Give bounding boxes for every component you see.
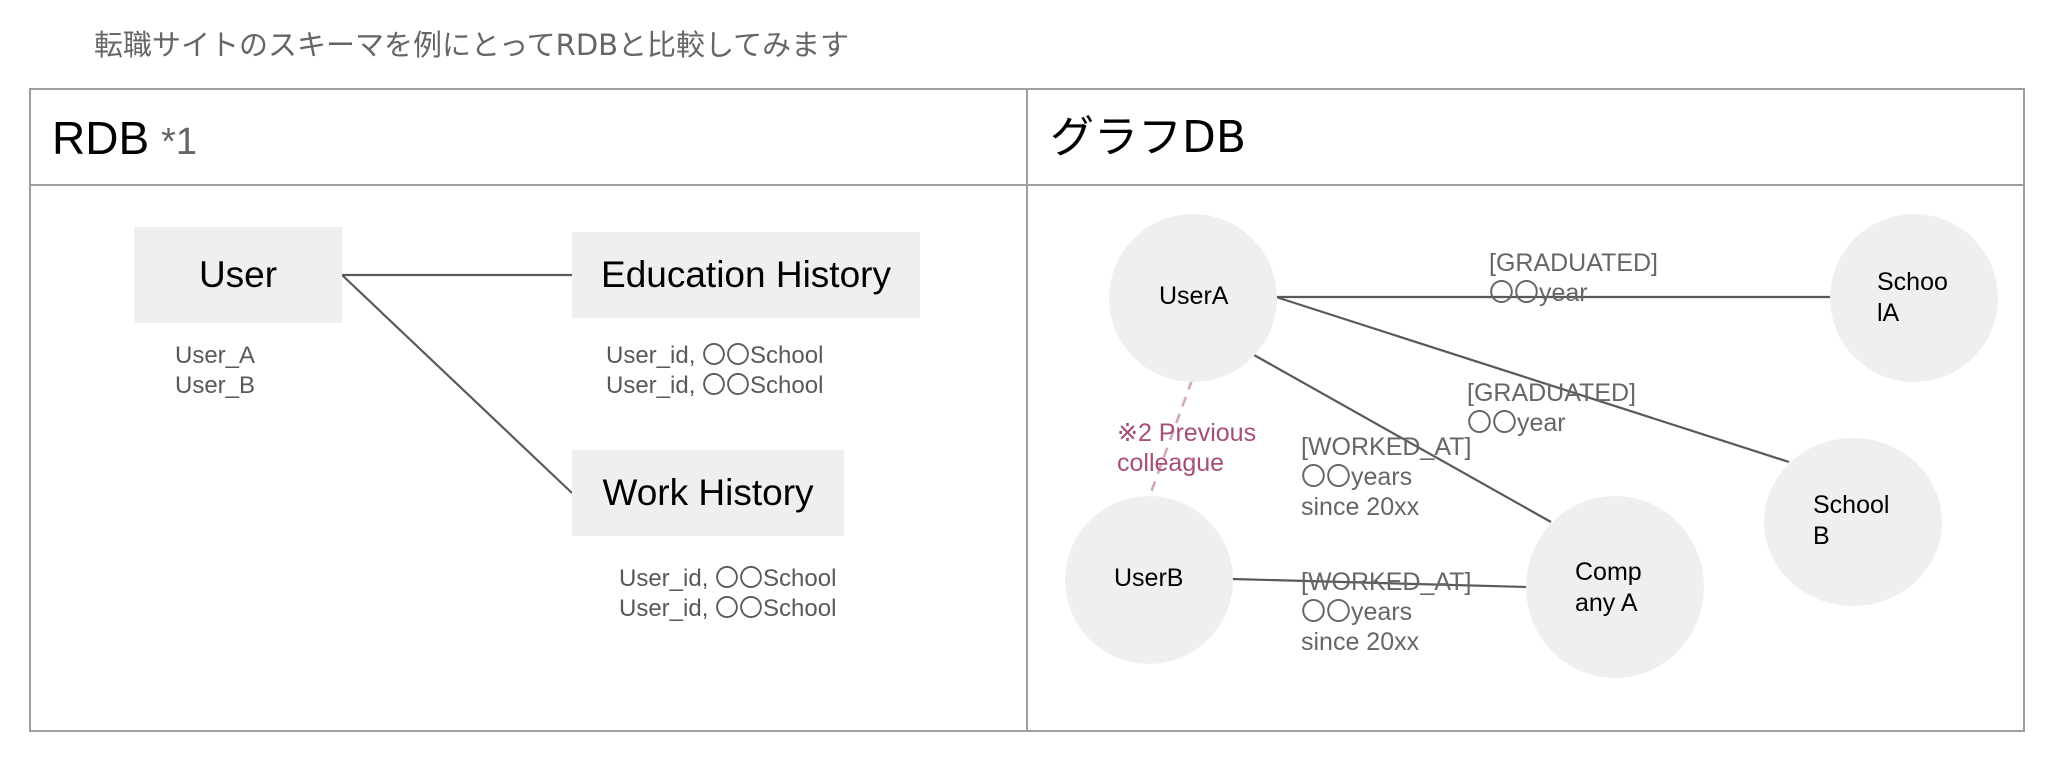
user-table-box: User	[134, 227, 342, 323]
edge-label-colleague: ※2 Previous colleague	[1117, 418, 1256, 478]
edge-label-line: 〇〇years	[1301, 463, 1413, 491]
edge-label-line: colleague	[1117, 449, 1225, 477]
education-table-name: Education History	[601, 254, 891, 295]
education-table-box: Education History	[572, 232, 920, 318]
work-table-box: Work History	[572, 450, 844, 536]
edge-label-worked-at-b: [WORKED_AT] 〇〇years since 20xx	[1301, 567, 1471, 657]
work-table-rows: User_id, 〇〇School User_id, 〇〇School	[619, 564, 836, 624]
header-divider	[29, 184, 2025, 186]
node-label-line: UserB	[1114, 564, 1184, 592]
node-company-a	[1526, 496, 1704, 678]
node-user-b-label: UserB	[1114, 563, 1183, 594]
graph-db-title: グラフDB	[1050, 112, 1247, 163]
edge-label-graduated-b: [GRADUATED] 〇〇year	[1467, 378, 1636, 438]
edge-label-line: ※2 Previous	[1117, 419, 1257, 447]
edge-label-line: 〇〇years	[1301, 598, 1413, 626]
node-user-a	[1109, 214, 1277, 382]
edge-label-line: [GRADUATED]	[1467, 379, 1636, 407]
edge-label-worked-at-a: [WORKED_AT] 〇〇years since 20xx	[1301, 432, 1471, 522]
rdb-footnote: *1	[161, 121, 198, 163]
node-user-a-label: UserA	[1159, 281, 1228, 312]
node-company-a-label: Comp any A	[1575, 557, 1642, 619]
edge-label-line: [WORKED_AT]	[1301, 433, 1472, 461]
edge-label-line: since 20xx	[1301, 493, 1420, 521]
edge-label-graduated-a: [GRADUATED] 〇〇year	[1489, 248, 1658, 308]
user-table-rows: User_A User_B	[175, 341, 255, 401]
education-table-rows: User_id, 〇〇School User_id, 〇〇School	[606, 341, 823, 401]
edge-label-line: [WORKED_AT]	[1301, 568, 1472, 596]
education-table-row: User_id, 〇〇School	[606, 342, 824, 369]
node-label-line: lA	[1877, 299, 1900, 327]
node-user-b	[1065, 496, 1233, 664]
node-label-line: Comp	[1575, 558, 1642, 586]
node-school-b	[1764, 438, 1942, 606]
user-table-name: User	[198, 254, 278, 295]
node-label-line: Schoo	[1877, 268, 1948, 296]
node-label-line: UserA	[1159, 282, 1229, 310]
rdb-title-text: RDB	[52, 112, 150, 164]
user-table-row: User_A	[175, 342, 256, 369]
work-table-name: Work History	[602, 472, 814, 513]
edge-label-line: since 20xx	[1301, 628, 1420, 656]
rdb-title: RDB *1	[52, 112, 197, 168]
edge-label-line: 〇〇year	[1467, 409, 1566, 437]
node-school-a-label: Schoo lA	[1877, 267, 1948, 329]
node-label-line: B	[1813, 522, 1830, 550]
edge-label-line: [GRADUATED]	[1489, 249, 1658, 277]
node-school-a	[1830, 214, 1998, 382]
education-table-row: User_id, 〇〇School	[606, 372, 824, 399]
work-table-row: User_id, 〇〇School	[619, 565, 837, 592]
node-school-b-label: School B	[1813, 490, 1889, 552]
node-label-line: School	[1813, 491, 1890, 519]
user-table-row: User_B	[175, 372, 256, 399]
intro-text: 転職サイトのスキーマを例にとってRDBと比較してみます	[94, 28, 850, 62]
node-label-line: any A	[1575, 589, 1638, 617]
work-table-row: User_id, 〇〇School	[619, 595, 837, 622]
column-divider	[1026, 88, 1028, 732]
edge-label-line: 〇〇year	[1489, 279, 1588, 307]
